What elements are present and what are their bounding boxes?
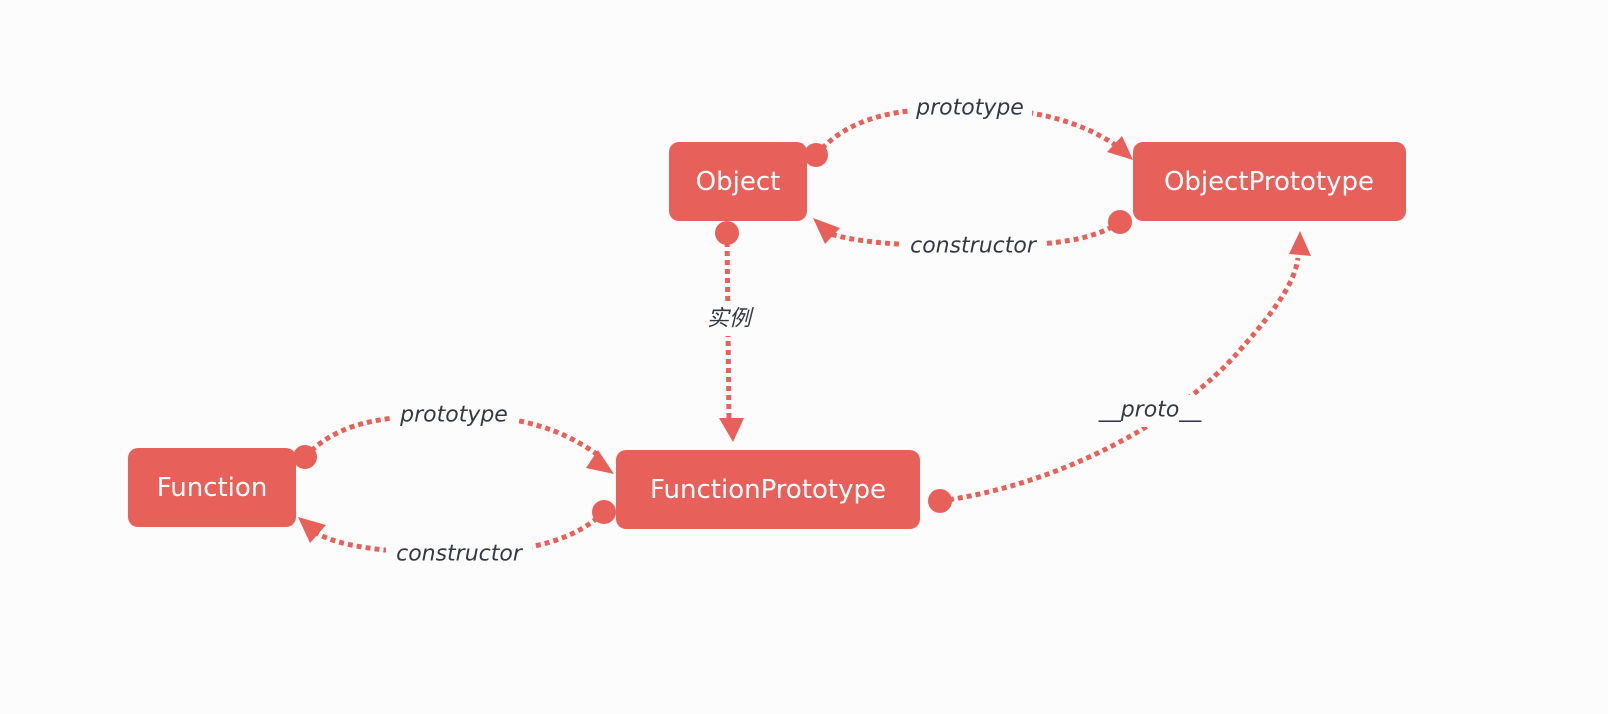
edge-functionprototype-constructor: constructor xyxy=(298,500,616,569)
edge-objectprototype-constructor: constructor xyxy=(813,210,1132,262)
arrowhead xyxy=(719,418,744,442)
edge-label-background xyxy=(900,232,1046,262)
edge-label-background xyxy=(392,400,516,430)
edge-start-dot xyxy=(804,143,828,167)
node-object: Object xyxy=(669,142,807,221)
edge-start-dot xyxy=(715,221,739,245)
edge-start-dot xyxy=(592,500,616,524)
edge-label-instance: 实例 xyxy=(707,307,754,332)
node-box xyxy=(1133,142,1406,221)
edge-label-background xyxy=(386,539,532,569)
edge-start-dot xyxy=(928,489,952,513)
arrowhead xyxy=(1107,136,1133,160)
edge-object-instance: 实例 xyxy=(700,221,758,442)
edge-label-constructor: constructor xyxy=(910,234,1038,259)
edge-label-constructor: constructor xyxy=(396,542,524,567)
edge-label-prototype: prototype xyxy=(915,96,1024,121)
node-function: Function xyxy=(128,448,296,527)
node-box xyxy=(616,450,920,529)
edge-start-dot xyxy=(1108,210,1132,234)
arrowhead xyxy=(586,450,614,474)
arrowhead xyxy=(813,218,840,244)
edge-label-prototype: prototype xyxy=(399,403,508,428)
node-box xyxy=(669,142,807,221)
edge-line xyxy=(303,412,600,459)
edge-label-proto: __proto__ xyxy=(1098,398,1203,423)
arrowhead xyxy=(1289,231,1311,256)
edge-label-background xyxy=(908,94,1032,124)
edge-function-prototype: prototype xyxy=(293,400,614,474)
edge-label-background xyxy=(700,304,758,336)
edge-functionprototype-proto: __proto__ xyxy=(928,231,1311,513)
node-box xyxy=(128,448,296,527)
edge-start-dot xyxy=(293,445,317,469)
edge-object-prototype: prototype xyxy=(804,94,1133,167)
arrowhead xyxy=(298,517,326,543)
edge-line xyxy=(313,510,606,556)
node-object-prototype: ObjectPrototype xyxy=(1133,142,1406,221)
node-label: Function xyxy=(157,473,268,503)
edge-line xyxy=(939,257,1301,504)
node-label: FunctionPrototype xyxy=(650,475,886,505)
node-function-prototype: FunctionPrototype xyxy=(616,450,920,529)
node-label: Object xyxy=(696,167,781,197)
node-label: ObjectPrototype xyxy=(1164,167,1374,197)
edge-label-background xyxy=(1086,395,1214,427)
